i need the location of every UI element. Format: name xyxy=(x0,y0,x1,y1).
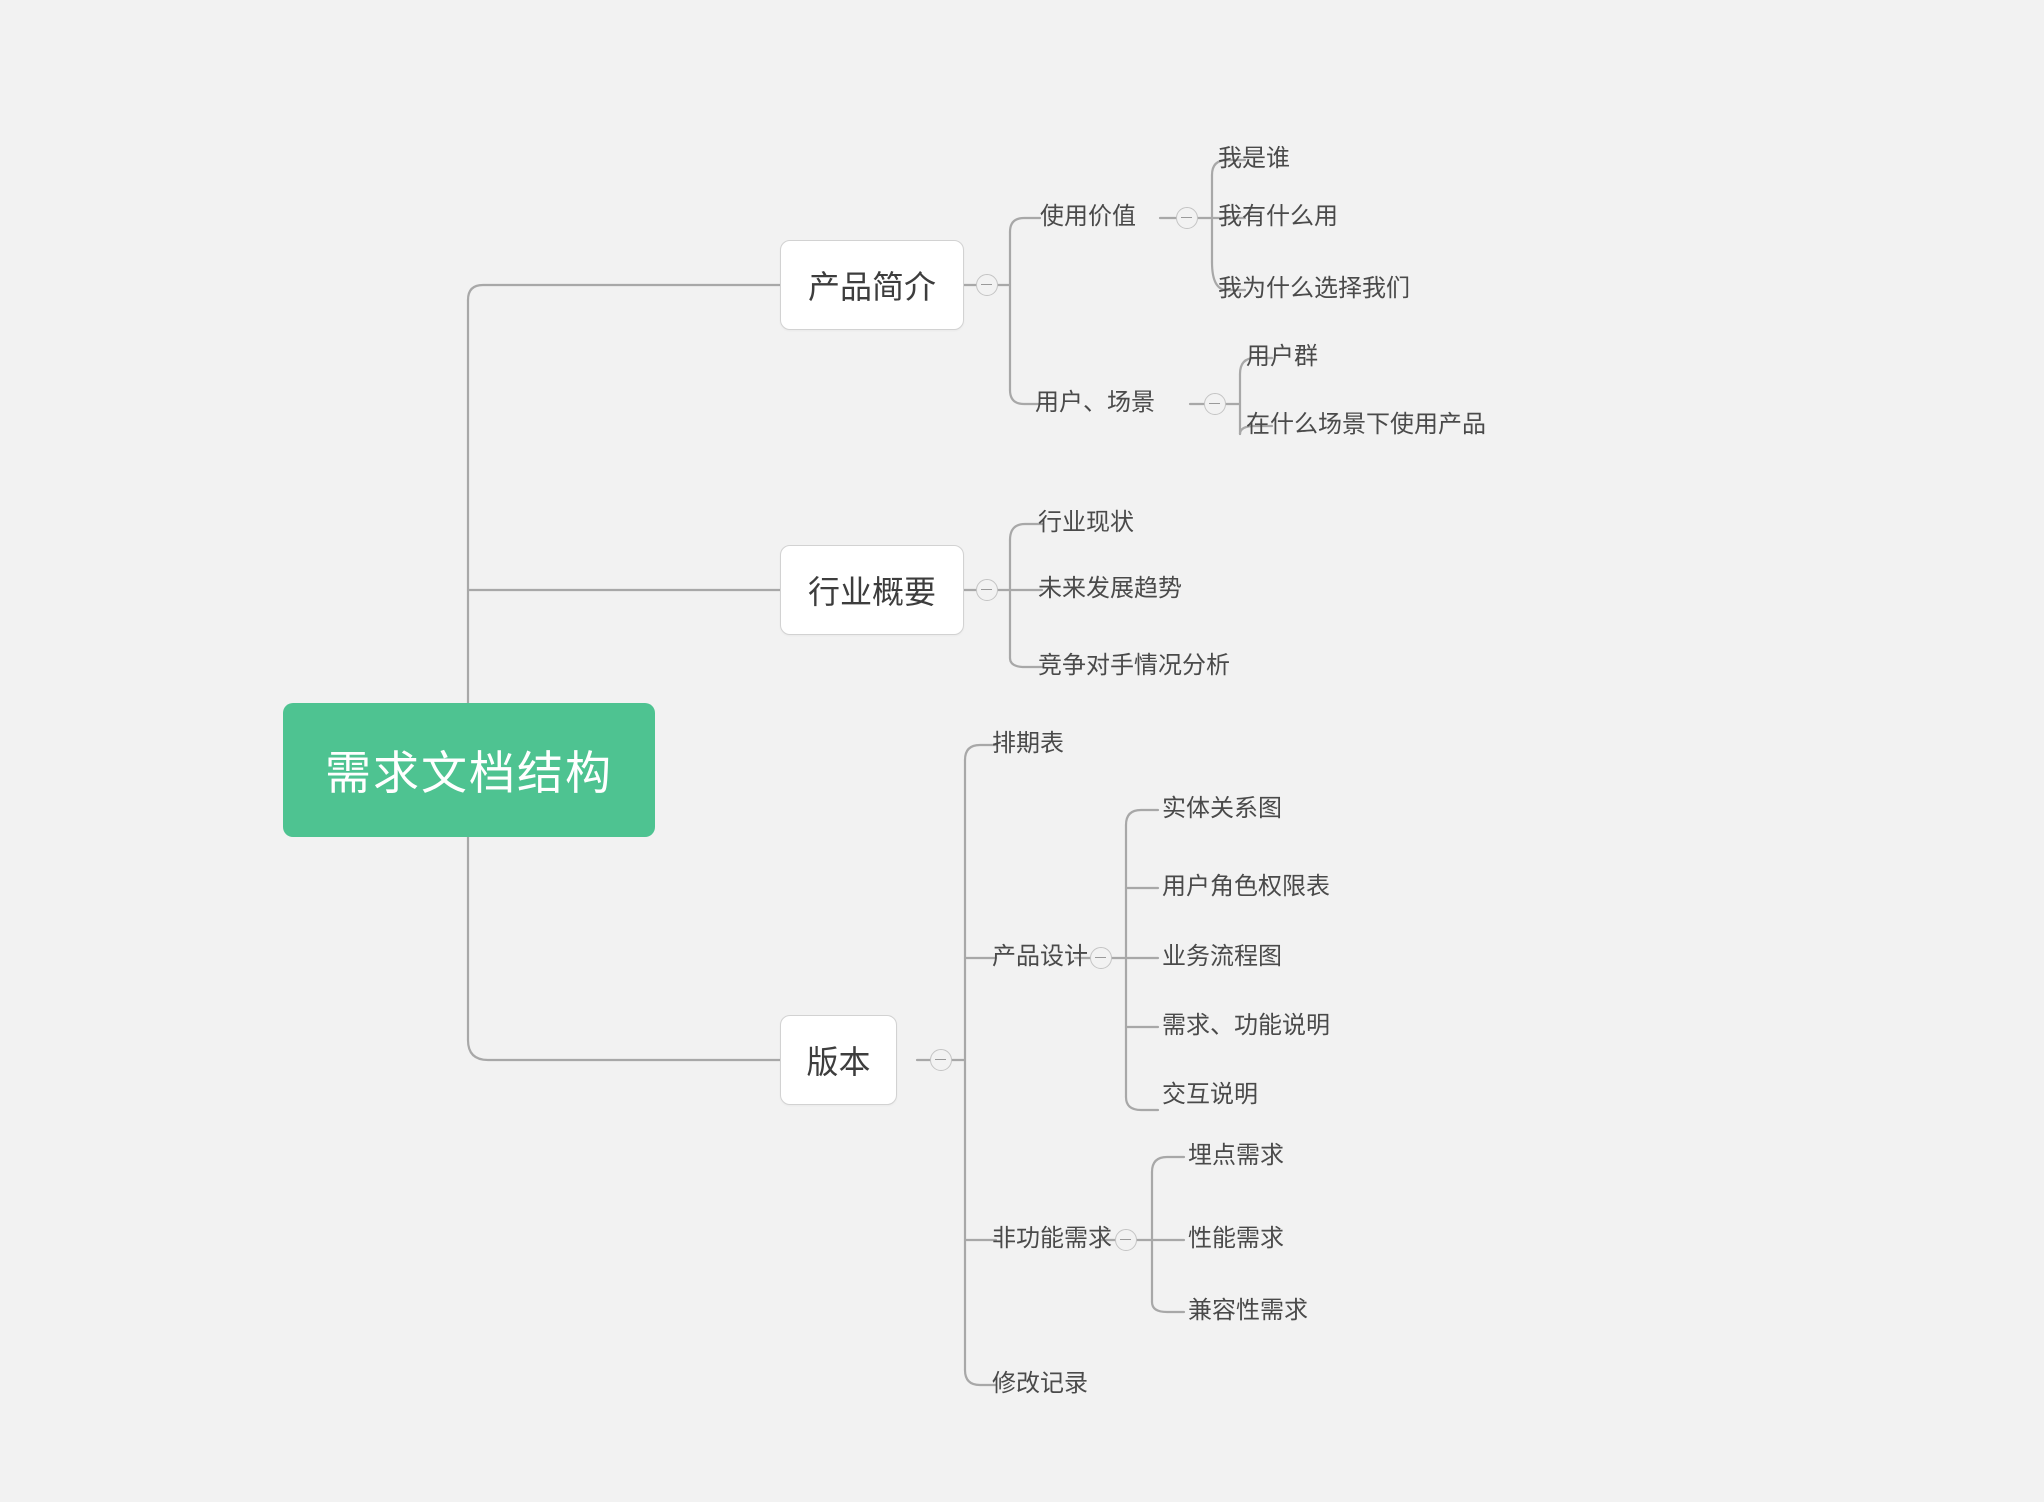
branch-node-product-intro[interactable]: 产品简介 xyxy=(780,240,964,330)
node-industry-status-label: 行业现状 xyxy=(1038,509,1134,536)
node-user-group-label: 用户群 xyxy=(1246,343,1318,370)
branch-node-industry-overview-label: 行业概要 xyxy=(807,574,936,610)
node-role-permission-table-label: 用户角色权限表 xyxy=(1162,873,1330,900)
node-schedule-table[interactable]: 排期表 xyxy=(992,732,1064,756)
node-industry-status[interactable]: 行业现状 xyxy=(1038,511,1134,535)
node-usage-value[interactable]: 使用价值 xyxy=(1040,205,1136,229)
node-change-log-label: 修改记录 xyxy=(992,1370,1088,1397)
node-interaction-desc-label: 交互说明 xyxy=(1162,1081,1258,1108)
node-non-functional-label: 非功能需求 xyxy=(992,1225,1112,1252)
node-product-design-label: 产品设计 xyxy=(992,943,1088,970)
branch-node-product-intro-label: 产品简介 xyxy=(807,269,936,305)
collapse-toggle-non-functional[interactable] xyxy=(1115,1229,1137,1251)
branch-node-version-label: 版本 xyxy=(806,1044,871,1080)
node-product-design[interactable]: 产品设计 xyxy=(992,945,1088,969)
node-role-permission-table[interactable]: 用户角色权限表 xyxy=(1162,875,1330,899)
collapse-toggle-product-intro[interactable] xyxy=(976,274,998,296)
node-interaction-desc[interactable]: 交互说明 xyxy=(1162,1083,1258,1107)
collapse-toggle-users-scenarios[interactable] xyxy=(1204,393,1226,415)
node-change-log[interactable]: 修改记录 xyxy=(992,1372,1088,1396)
node-er-diagram-label: 实体关系图 xyxy=(1162,795,1282,822)
node-users-scenarios[interactable]: 用户、场景 xyxy=(1035,391,1155,415)
collapse-toggle-industry-overview[interactable] xyxy=(976,579,998,601)
root-node-label: 需求文档结构 xyxy=(325,747,613,799)
node-usage-scenario-label: 在什么场景下使用产品 xyxy=(1246,411,1486,438)
node-why-choose-us-label: 我为什么选择我们 xyxy=(1218,275,1410,302)
collapse-toggle-version[interactable] xyxy=(930,1049,952,1071)
node-what-use-label: 我有什么用 xyxy=(1218,203,1338,230)
node-user-group[interactable]: 用户群 xyxy=(1246,345,1318,369)
branch-node-industry-overview[interactable]: 行业概要 xyxy=(780,545,964,635)
node-competitor-analysis-label: 竞争对手情况分析 xyxy=(1038,652,1230,679)
node-usage-value-label: 使用价值 xyxy=(1040,203,1136,230)
node-what-use[interactable]: 我有什么用 xyxy=(1218,205,1338,229)
root-node[interactable]: 需求文档结构 xyxy=(283,703,655,837)
node-business-flow-chart-label: 业务流程图 xyxy=(1162,943,1282,970)
node-business-flow-chart[interactable]: 业务流程图 xyxy=(1162,945,1282,969)
node-performance-requirement[interactable]: 性能需求 xyxy=(1188,1227,1284,1251)
node-non-functional[interactable]: 非功能需求 xyxy=(992,1227,1112,1251)
node-who-am-i-label: 我是谁 xyxy=(1218,145,1290,172)
node-requirement-function-desc-label: 需求、功能说明 xyxy=(1162,1012,1330,1039)
branch-node-version[interactable]: 版本 xyxy=(780,1015,897,1105)
node-who-am-i[interactable]: 我是谁 xyxy=(1218,147,1290,171)
node-future-trend-label: 未来发展趋势 xyxy=(1038,575,1182,602)
node-compatibility-requirement-label: 兼容性需求 xyxy=(1188,1297,1308,1324)
node-schedule-table-label: 排期表 xyxy=(992,730,1064,757)
node-users-scenarios-label: 用户、场景 xyxy=(1035,389,1155,416)
node-requirement-function-desc[interactable]: 需求、功能说明 xyxy=(1162,1014,1330,1038)
node-why-choose-us[interactable]: 我为什么选择我们 xyxy=(1218,277,1410,301)
node-compatibility-requirement[interactable]: 兼容性需求 xyxy=(1188,1299,1308,1323)
node-er-diagram[interactable]: 实体关系图 xyxy=(1162,797,1282,821)
node-tracking-requirement-label: 埋点需求 xyxy=(1188,1142,1284,1169)
node-competitor-analysis[interactable]: 竞争对手情况分析 xyxy=(1038,654,1230,678)
node-future-trend[interactable]: 未来发展趋势 xyxy=(1038,577,1182,601)
node-performance-requirement-label: 性能需求 xyxy=(1188,1225,1284,1252)
collapse-toggle-product-design[interactable] xyxy=(1090,947,1112,969)
collapse-toggle-usage-value[interactable] xyxy=(1176,207,1198,229)
node-tracking-requirement[interactable]: 埋点需求 xyxy=(1188,1144,1284,1168)
node-usage-scenario[interactable]: 在什么场景下使用产品 xyxy=(1246,413,1486,437)
